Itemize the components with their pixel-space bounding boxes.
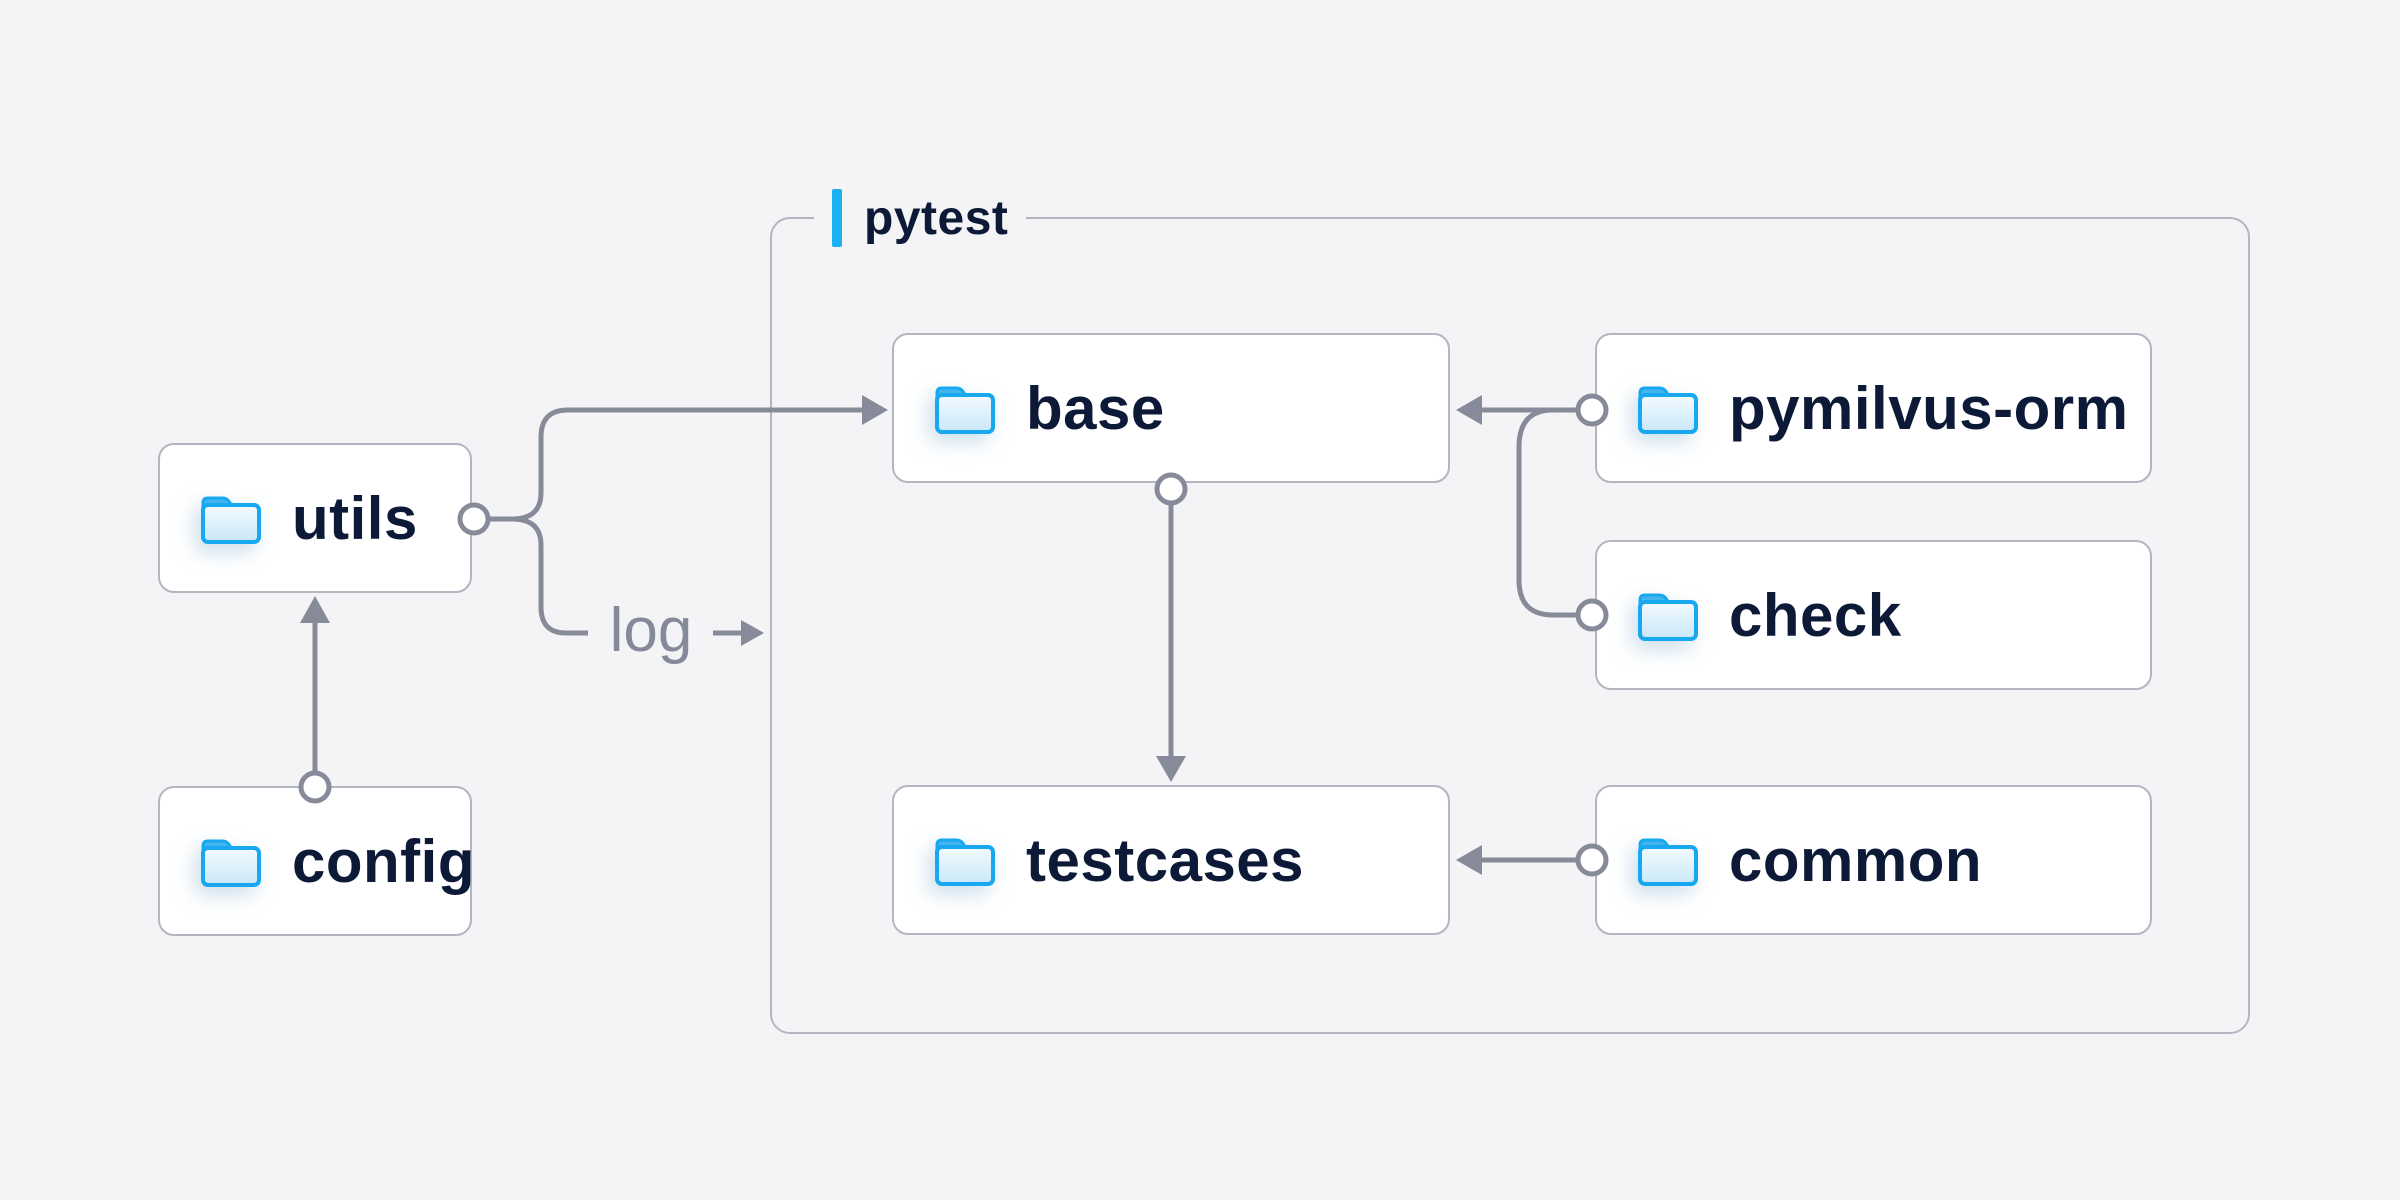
folder-icon — [1635, 380, 1701, 436]
node-label-base: base — [1026, 374, 1165, 442]
pytest-group-label: pytest — [814, 186, 1027, 250]
folder-icon — [1635, 832, 1701, 888]
node-testcases: testcases — [892, 785, 1450, 935]
node-config: config — [158, 786, 475, 936]
folder-icon — [932, 380, 998, 436]
folder-icon — [932, 832, 998, 888]
accent-bar-icon — [832, 189, 842, 247]
node-label-utils: utils — [292, 484, 418, 552]
pytest-group-label-text: pytest — [864, 191, 1009, 245]
node-label-common: common — [1729, 826, 1983, 894]
node-base: base — [892, 333, 1450, 483]
arrowhead-into-utils — [300, 596, 330, 623]
node-label-config: config — [292, 827, 475, 895]
arrowhead-log — [741, 620, 764, 646]
node-utils: utils — [158, 443, 472, 593]
folder-icon — [198, 490, 264, 546]
node-label-pymilvus-orm: pymilvus-orm — [1729, 374, 2129, 442]
node-check: check — [1595, 540, 2152, 690]
pytest-container: pytest — [770, 186, 2250, 1034]
folder-icon — [1635, 587, 1701, 643]
edge-label-log: log — [609, 596, 693, 665]
folder-icon — [198, 833, 264, 889]
edge-utils-to-log — [488, 516, 588, 636]
node-label-check: check — [1729, 581, 1902, 649]
node-pymilvus-orm: pymilvus-orm — [1595, 333, 2152, 483]
node-label-testcases: testcases — [1026, 826, 1305, 894]
node-common: common — [1595, 785, 2152, 935]
